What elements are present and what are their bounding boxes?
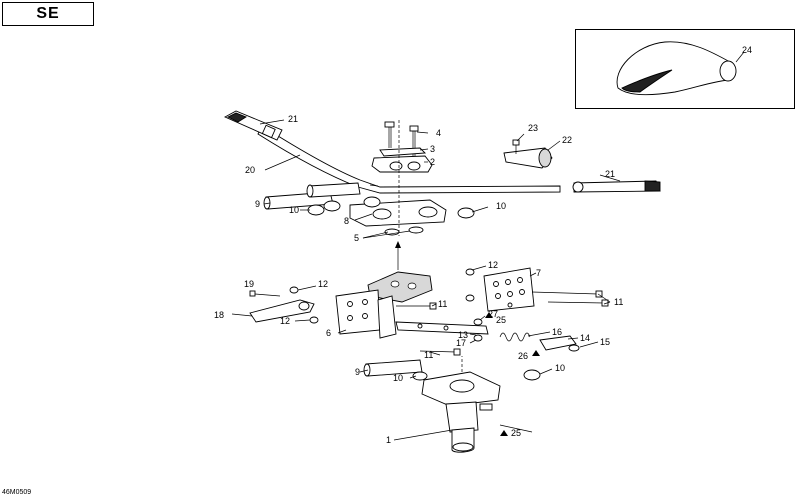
callout-10-upper-right: 10 (496, 201, 506, 211)
part-3-washer-plate (379, 147, 427, 157)
detail-inset-frame (575, 29, 795, 109)
callout-26: 26 (518, 351, 528, 361)
callout-10-upper-left: 10 (289, 205, 299, 215)
callout-27: 27 (488, 309, 498, 319)
callout-23: 23 (528, 123, 538, 133)
part-6-side-plate (335, 289, 397, 339)
callout-10-lower-right: 10 (555, 363, 565, 373)
part-14-15-clamp (539, 335, 580, 352)
part-13-link-bar (395, 321, 489, 335)
callout-19: 19 (244, 279, 254, 289)
marker-25-upper (485, 312, 493, 318)
part-1-steering-column (421, 371, 501, 453)
callout-16: 16 (552, 327, 562, 337)
part-10-spacers-upper (307, 196, 475, 219)
model-badge: SE (2, 2, 94, 26)
marker-25-lower (500, 430, 508, 436)
part-9-bushing-upper (263, 182, 361, 210)
model-badge-label: SE (36, 5, 60, 22)
callout-9-upper: 9 (255, 199, 260, 209)
part-19-bolt (249, 290, 281, 297)
callout-11-mid: 11 (438, 299, 447, 309)
callout-17: 17 (456, 338, 466, 348)
callout-12-top: 12 (318, 279, 328, 289)
marker-26 (532, 350, 540, 356)
part-20-handlebar (257, 125, 561, 194)
part-10-spacers-lower (412, 369, 541, 381)
callout-21-left: 21 (288, 114, 298, 124)
part-21-left-grip (223, 110, 283, 141)
callout-1: 1 (386, 435, 391, 445)
part-27-clip (473, 318, 483, 326)
callout-11-lower: 11 (424, 350, 433, 360)
part-2-upper-clamp (371, 155, 433, 173)
callout-20: 20 (245, 165, 255, 175)
callout-12-left: 12 (280, 316, 290, 326)
part-22-bracket (503, 147, 553, 169)
part-4-bolts (384, 121, 419, 160)
callout-15: 15 (600, 337, 610, 347)
part-17-pin (473, 334, 483, 342)
callout-5: 5 (354, 233, 359, 243)
callout-25-upper: 25 (496, 315, 506, 325)
callout-11-right: 11 (614, 297, 623, 307)
part-24-grip-cover (616, 41, 745, 96)
part-18-lever (249, 299, 315, 323)
callout-4: 4 (436, 128, 441, 138)
part-11-bolts (396, 290, 609, 356)
drawing-code: 46M0509 (2, 489, 32, 496)
callout-9-lower: 9 (355, 367, 360, 377)
callout-24: 24 (742, 45, 752, 55)
callout-14: 14 (580, 333, 590, 343)
callout-13: 13 (458, 330, 468, 340)
callout-18: 18 (214, 310, 224, 320)
callout-8: 8 (344, 216, 349, 226)
leader-lines (231, 119, 621, 441)
callout-2: 2 (430, 157, 435, 167)
part-23-screw (512, 139, 520, 154)
part-12-nuts (289, 268, 475, 324)
part-7-side-plate (483, 267, 535, 312)
callout-10-lower-left: 10 (393, 373, 403, 383)
callout-12-right: 12 (488, 260, 498, 270)
assembly-arrow-head (395, 241, 401, 248)
callout-6: 6 (326, 328, 331, 338)
callout-3: 3 (430, 144, 435, 154)
callout-25-lower: 25 (511, 428, 521, 438)
callout-7: 7 (536, 268, 541, 278)
callout-21-right: 21 (605, 169, 615, 179)
callout-22: 22 (562, 135, 572, 145)
part-21-right-grip (572, 180, 661, 193)
part-16-spring (499, 332, 531, 342)
